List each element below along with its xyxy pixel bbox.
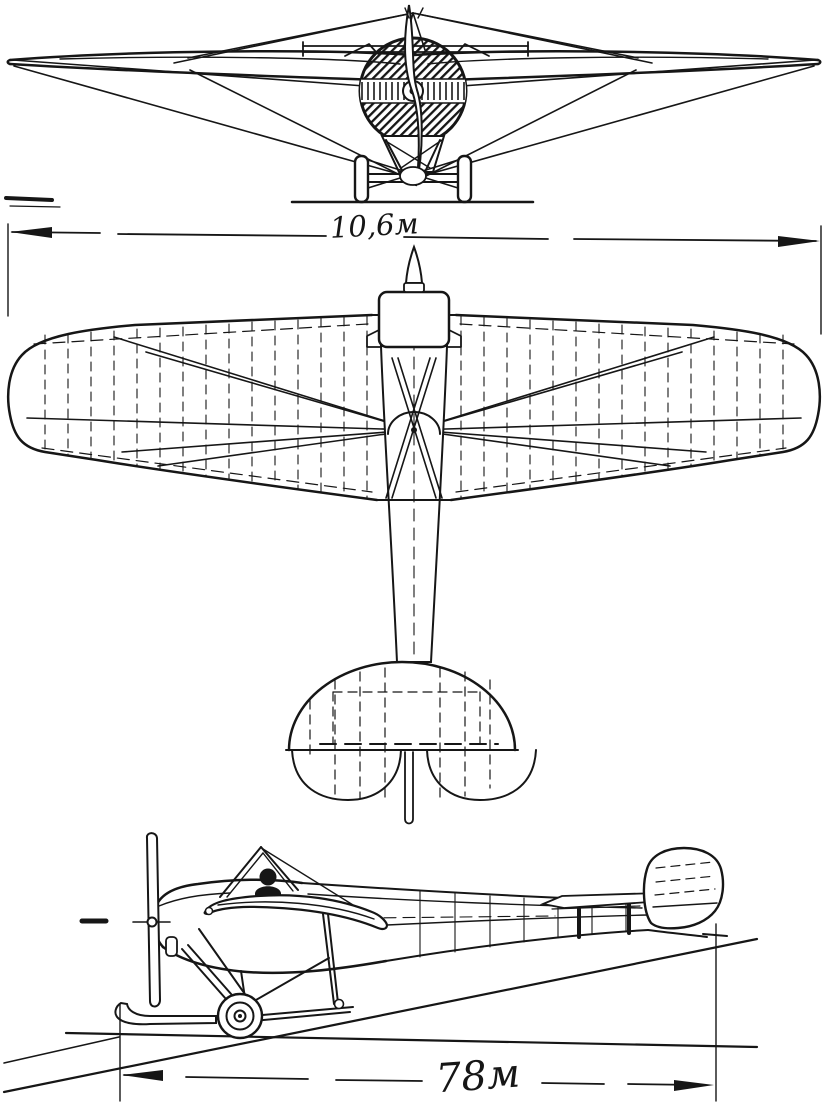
plan-spinner <box>404 244 424 284</box>
plan-tail-ribs <box>309 667 491 801</box>
plan-nose <box>366 244 462 349</box>
side-propeller <box>79 832 171 1008</box>
side-construction-lines <box>2 937 759 1094</box>
side-rudder-fin <box>642 846 725 930</box>
incidence-diagonal-line <box>2 937 759 1094</box>
plan-view-drawing <box>6 244 822 825</box>
length-arrow-left <box>122 1070 163 1081</box>
side-landing-gear <box>114 913 354 1040</box>
side-landing-skid <box>114 1001 217 1026</box>
side-view-drawing <box>2 832 759 1094</box>
front-propeller-icon <box>404 4 424 187</box>
length-dimension-label: 78м <box>434 1051 521 1103</box>
wingspan-arrow-left <box>10 227 52 238</box>
plan-wing-spars <box>33 323 795 493</box>
plan-bracing-wires <box>26 336 802 467</box>
front-left-wheel <box>353 154 370 204</box>
front-landing-gear <box>290 139 535 204</box>
front-view-drawing <box>4 4 822 208</box>
side-cowl-vent <box>165 936 178 957</box>
plan-cockpit-arc <box>387 411 441 435</box>
plan-fuselage <box>371 299 457 663</box>
length-dimension: 78м <box>119 923 717 1103</box>
plan-tailplane <box>285 660 537 825</box>
wingspan-dimension-label: 10,6м <box>329 206 419 245</box>
length-dimension-line <box>123 1074 699 1086</box>
plan-rudder <box>404 751 414 825</box>
side-rear-fuselage <box>301 882 728 962</box>
side-wheel <box>216 992 264 1040</box>
wingspan-dimension: 10,6м <box>7 206 822 335</box>
side-pilot-silhouette <box>255 868 281 896</box>
front-right-wheel <box>456 154 473 204</box>
ground-datum-line <box>64 1031 759 1049</box>
plan-elevator-left <box>291 749 402 801</box>
plan-wing-ribs <box>44 315 784 499</box>
edge-mark <box>4 196 61 208</box>
side-cabane-pylon <box>219 846 383 924</box>
side-wing-section <box>203 894 389 931</box>
wingspan-arrow-right <box>778 236 820 247</box>
length-arrow-right <box>674 1080 714 1091</box>
plan-elevator-right <box>426 749 537 801</box>
